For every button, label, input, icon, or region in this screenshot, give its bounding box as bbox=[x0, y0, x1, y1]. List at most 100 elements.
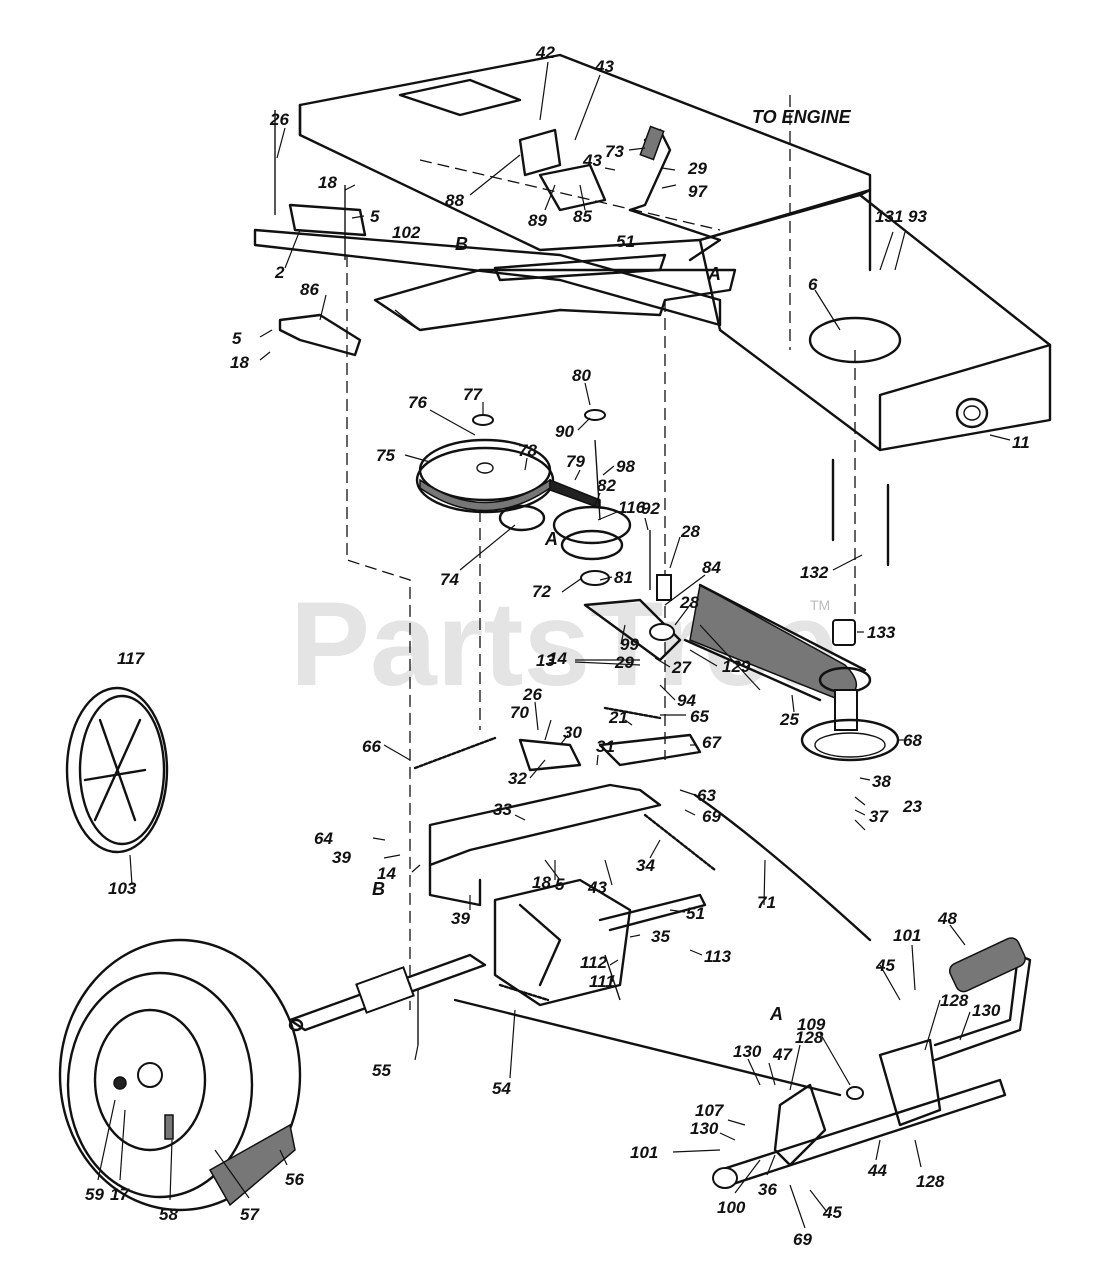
callout-5: 5 bbox=[555, 875, 565, 894]
label-view-b-top: B bbox=[455, 234, 468, 254]
trademark-mark: TM bbox=[810, 597, 830, 613]
callout-71: 71 bbox=[757, 893, 776, 912]
callout-101: 101 bbox=[630, 1143, 658, 1162]
callout-51: 51 bbox=[686, 904, 705, 923]
idler-arm-84 bbox=[583, 598, 682, 662]
callout-128: 128 bbox=[916, 1172, 945, 1191]
callout-45: 45 bbox=[875, 956, 895, 975]
callout-43: 43 bbox=[594, 57, 614, 76]
brake-plate-128 bbox=[773, 1083, 827, 1167]
sleeve-109 bbox=[846, 1086, 864, 1100]
callout-74: 74 bbox=[440, 570, 459, 589]
callout-131: 131 bbox=[875, 207, 903, 226]
callout-94: 94 bbox=[677, 691, 696, 710]
callout-68: 21 bbox=[608, 708, 628, 727]
label-to-engine: TO ENGINE bbox=[752, 107, 852, 127]
frame-axle-hole bbox=[955, 397, 989, 429]
callout-80: 80 bbox=[572, 366, 591, 385]
spring-54 bbox=[498, 983, 550, 1002]
callout-89: 89 bbox=[528, 211, 547, 230]
callout-18: 18 bbox=[230, 353, 249, 372]
callout-133: 133 bbox=[867, 623, 896, 642]
callout-63: 63 bbox=[697, 786, 716, 805]
belt-25-top-edge bbox=[698, 583, 867, 672]
callout-101: 101 bbox=[893, 926, 921, 945]
callout-11: 11 bbox=[1012, 433, 1030, 452]
callout-111: 111 bbox=[589, 972, 615, 991]
callout-18: 18 bbox=[532, 873, 551, 892]
tread-56 bbox=[208, 1123, 296, 1207]
callout-86: 86 bbox=[300, 280, 319, 299]
bracket-89 bbox=[538, 163, 607, 212]
transaxle-rib bbox=[518, 903, 562, 987]
pulley-75-rim bbox=[415, 446, 555, 514]
callout-97: 97 bbox=[688, 182, 708, 201]
spring-66 bbox=[413, 736, 497, 770]
plate-2 bbox=[288, 203, 367, 237]
bracket-86 bbox=[278, 313, 362, 357]
callout-43: 43 bbox=[587, 878, 607, 897]
rod-54 bbox=[453, 998, 842, 1097]
frame-cover-opening bbox=[398, 78, 522, 117]
callout-128: 128 bbox=[940, 991, 969, 1010]
callout-44: 44 bbox=[867, 1161, 887, 1180]
callout-29: 29 bbox=[614, 653, 634, 672]
pulley-75-hub bbox=[476, 462, 494, 474]
callout-130: 130 bbox=[733, 1042, 762, 1061]
callout-2: 2 bbox=[274, 263, 285, 282]
callout-48: 48 bbox=[937, 909, 957, 928]
callout-88: 88 bbox=[445, 191, 464, 210]
callout-36: 36 bbox=[758, 1180, 777, 1199]
rim-17 bbox=[93, 1008, 207, 1152]
callout-26: 26 bbox=[269, 110, 289, 129]
hubcap-spokes bbox=[83, 718, 147, 822]
callout-14: 14 bbox=[548, 649, 567, 668]
transaxle-housing bbox=[493, 878, 632, 1007]
spring-34 bbox=[643, 813, 717, 872]
callout-109: 109 bbox=[797, 1015, 826, 1034]
frame-right-panel bbox=[698, 193, 1052, 452]
callout-27: 27 bbox=[671, 658, 692, 677]
callout-107: 107 bbox=[695, 1101, 725, 1120]
callout-77: 77 bbox=[463, 385, 483, 404]
callout-102: 102 bbox=[392, 223, 421, 242]
callout-17: 17 bbox=[110, 1185, 130, 1204]
bracket-33 bbox=[428, 783, 662, 867]
callout-58: 58 bbox=[159, 1205, 178, 1224]
bracket-30 bbox=[518, 738, 582, 772]
wheel-cover bbox=[65, 686, 169, 854]
callout-93: 93 bbox=[908, 207, 927, 226]
callout-39: 39 bbox=[451, 909, 470, 928]
callout-31: 31 bbox=[596, 737, 615, 756]
washer-59 bbox=[113, 1076, 127, 1090]
frame-left-rail bbox=[253, 228, 722, 327]
callout-labels: 42 43 26 73 43 29 97 18 5 88 89 85 102 2… bbox=[85, 43, 1030, 1249]
pedal-pad-48 bbox=[949, 937, 1026, 993]
callout-43: 43 bbox=[582, 151, 602, 170]
callout-82: 82 bbox=[597, 476, 616, 495]
callout-100: 100 bbox=[717, 1198, 746, 1217]
washer-77 bbox=[472, 414, 494, 426]
callout-130: 130 bbox=[690, 1119, 719, 1138]
bracket-33-fold bbox=[428, 863, 482, 907]
callout-26: 26 bbox=[522, 685, 542, 704]
spring-65 bbox=[603, 706, 662, 720]
ref-line-cover bbox=[419, 159, 721, 231]
rod-51-upper bbox=[628, 208, 722, 262]
washer-90 bbox=[584, 409, 606, 421]
hubcap-rim bbox=[78, 694, 166, 846]
axle-tube bbox=[355, 966, 415, 1014]
callout-67: 67 bbox=[702, 733, 722, 752]
leader-lines bbox=[97, 61, 1011, 1229]
tire-sidewall bbox=[66, 971, 254, 1199]
callout-14: 14 bbox=[377, 864, 396, 883]
bracket-47 bbox=[878, 1038, 942, 1127]
pulley-21-groove bbox=[814, 732, 886, 758]
pulley-116 bbox=[560, 529, 624, 561]
frame-axle-hole-inner bbox=[963, 405, 981, 421]
callout-39: 39 bbox=[332, 848, 351, 867]
callout-75: 75 bbox=[376, 446, 395, 465]
callout-45: 45 bbox=[822, 1203, 842, 1222]
